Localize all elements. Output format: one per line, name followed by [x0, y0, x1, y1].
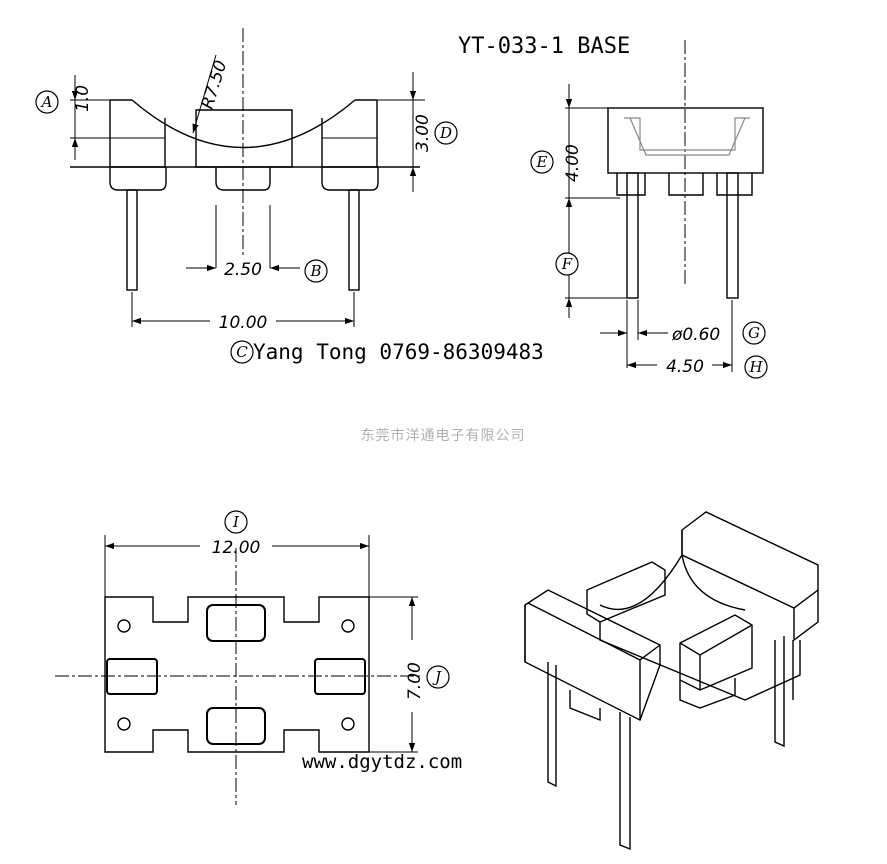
dimension-j-value: 7.00 — [405, 662, 425, 700]
label-j: J — [432, 668, 442, 686]
dimension-d: 3.00 D — [409, 72, 458, 192]
company-name-chinese: 东莞市洋通电子有限公司 — [361, 427, 526, 444]
dimension-d-value: 3.00 — [413, 114, 433, 152]
dimension-c: 10.00 — [132, 313, 354, 333]
dimension-radius: R7.50 — [192, 54, 232, 134]
label-b: B — [309, 262, 321, 280]
dimension-a-value: 1.0 — [73, 85, 93, 112]
dimension-e-value: 4.00 — [563, 144, 583, 182]
isometric-view — [524, 511, 819, 851]
dimension-a: 1.0 A — [35, 75, 93, 160]
drawing-title: YT-033-1 BASE — [458, 34, 630, 59]
dimension-g: ø0.60 G — [600, 321, 766, 345]
label-i: I — [232, 513, 240, 531]
label-f: F — [561, 255, 573, 273]
dimension-h-value: 4.50 — [666, 357, 704, 377]
dimension-i-value: 12.00 — [212, 538, 261, 558]
label-c: C — [236, 343, 248, 361]
front-view — [70, 28, 425, 327]
dimension-c-value: 10.00 — [219, 313, 268, 333]
company-line: C Yang Tong 0769-86309483 — [230, 340, 544, 364]
dimension-f: F — [555, 198, 579, 318]
label-h: H — [748, 358, 763, 376]
label-g: G — [748, 324, 760, 342]
company-contact-text: Yang Tong 0769-86309483 — [253, 340, 544, 364]
dimension-b: 2.50 B — [186, 259, 328, 283]
side-view — [565, 40, 764, 372]
dimension-j: 7.00 J — [405, 597, 450, 752]
label-d: D — [439, 124, 452, 142]
dimension-i: 12.00 I — [105, 510, 369, 558]
dimension-h: 4.50 H — [627, 355, 768, 379]
dimension-b-value: 2.50 — [224, 260, 262, 280]
dimension-g-value: ø0.60 — [671, 325, 720, 345]
label-e: E — [536, 153, 548, 171]
dimension-e: 4.00 E — [530, 84, 583, 218]
label-a: A — [40, 93, 53, 111]
dimension-radius-value: R7.50 — [198, 58, 232, 111]
website-text: www.dgytdz.com — [302, 751, 462, 773]
